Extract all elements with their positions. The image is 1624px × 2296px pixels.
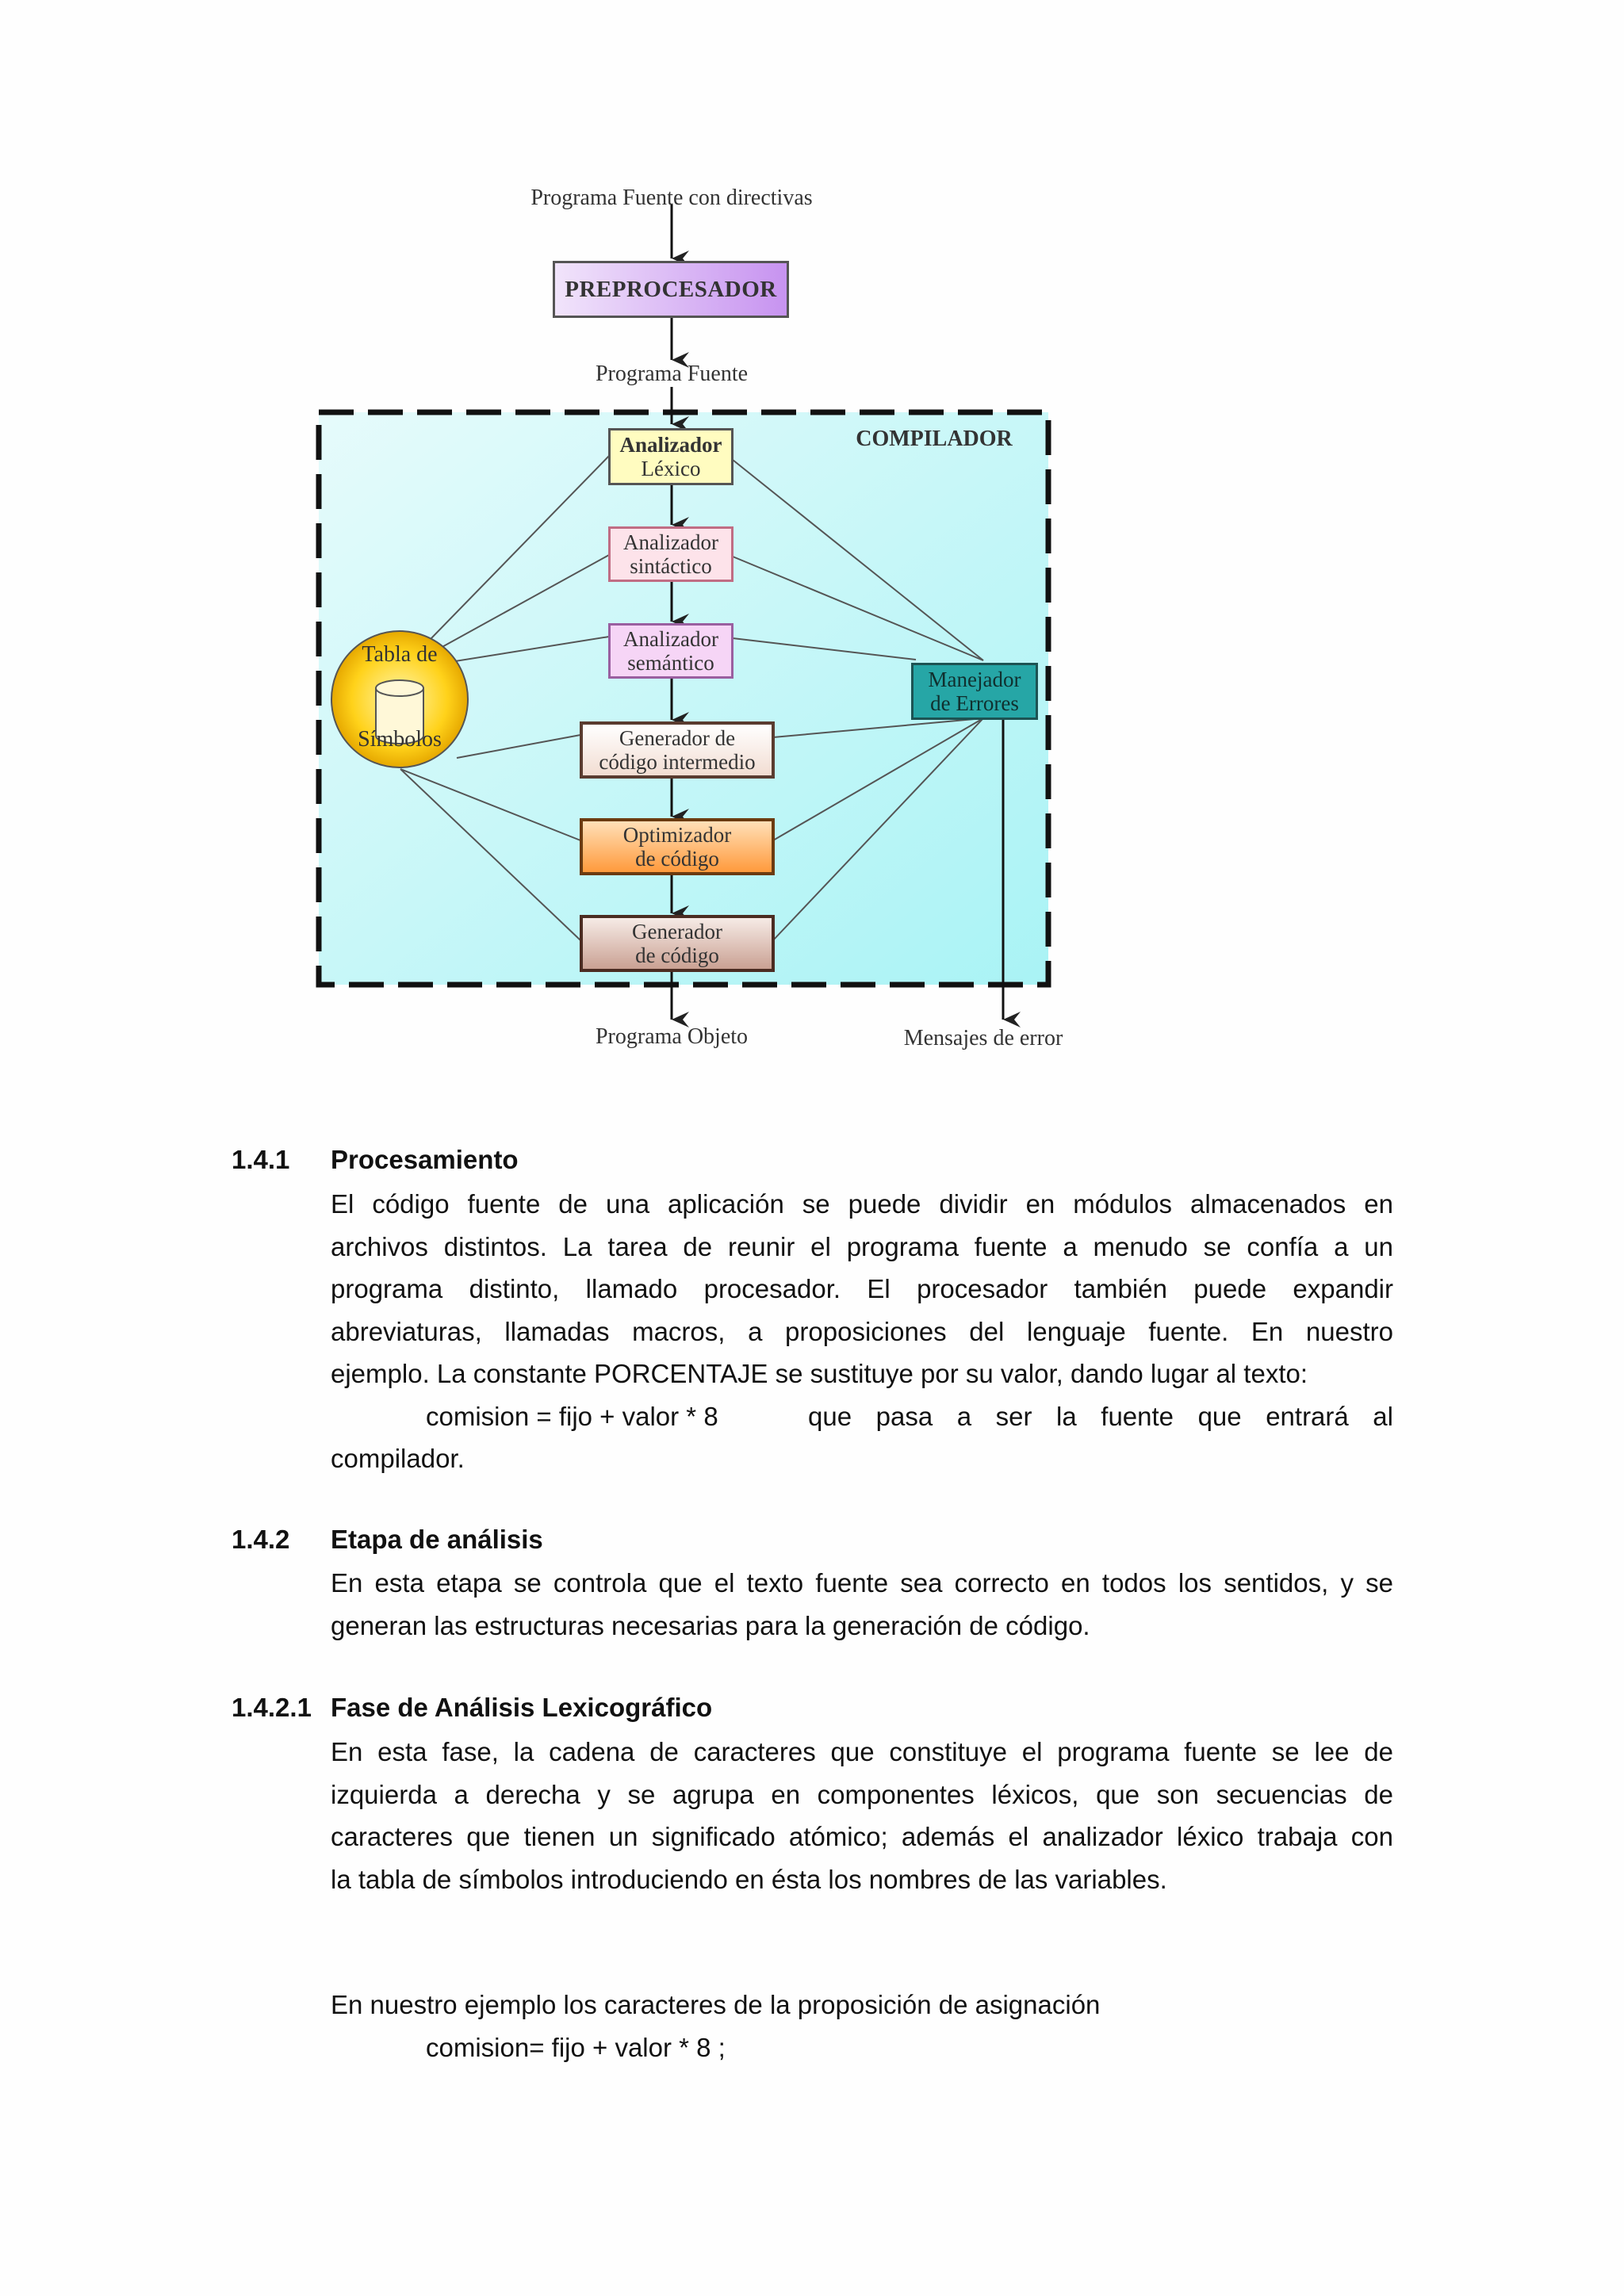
preprocessor-label: PREPROCESADOR xyxy=(565,277,777,302)
code-example: comision = fijo + valor * 8 xyxy=(426,1401,718,1431)
paragraph-line: archivos distintos. La tarea de reunir e… xyxy=(331,1231,1393,1261)
code-optimizer-box: Optimizador de código xyxy=(580,818,775,875)
paragraph-line: En nuestro ejemplo los caracteres de la … xyxy=(331,1990,1101,2019)
section-title: Etapa de análisis xyxy=(331,1525,543,1554)
intermediate-code-line2: código intermedio xyxy=(599,750,756,774)
compiler-diagram: Programa Fuente con directivas PREPROCES… xyxy=(301,174,1078,1062)
intermediate-code-line1: Generador de xyxy=(619,726,736,750)
section-title: Procesamiento xyxy=(331,1145,519,1174)
paragraph-line: generan las estructuras necesarias para … xyxy=(331,1610,1090,1640)
error-messages-label: Mensajes de error xyxy=(903,1026,1063,1050)
code-line: comision = fijo + valor * 8 que pasa a s… xyxy=(331,1395,1393,1438)
semantic-analyzer-box: Analizador semántico xyxy=(608,623,733,679)
error-handler-line1: Manejador xyxy=(928,668,1021,691)
symbol-table-label-top: Tabla de xyxy=(362,642,438,667)
database-icon xyxy=(375,679,424,744)
code-example: comision= fijo + valor * 8 ; xyxy=(426,2032,726,2062)
paragraph-line: El código fuente de una aplicación se pu… xyxy=(331,1189,1393,1219)
manejador-connectors xyxy=(732,459,984,941)
paragraph-line: izquierda a derecha y se agrupa en compo… xyxy=(331,1779,1393,1809)
section-paragraph: En esta etapa se controla que el texto f… xyxy=(331,1562,1393,1647)
intermediate-code-generator-box: Generador de código intermedio xyxy=(580,721,775,779)
syntactic-analyzer-line1: Analizador xyxy=(623,530,718,554)
section-number: 1.4.2.1 xyxy=(232,1693,312,1722)
semantic-analyzer-line2: semántico xyxy=(627,651,714,675)
code-generator-box: Generador de código xyxy=(580,915,775,972)
section-title: Fase de Análisis Lexicográfico xyxy=(331,1693,713,1722)
code-generator-line1: Generador xyxy=(632,920,722,943)
compiler-dashed-border xyxy=(316,409,1051,988)
paragraph-line: En esta etapa se controla que el texto f… xyxy=(331,1568,1393,1598)
code-optimizer-line1: Optimizador xyxy=(622,823,732,847)
paragraph-line: compilador. xyxy=(331,1444,465,1473)
section-number: 1.4.1 xyxy=(232,1145,290,1174)
section-paragraph: En esta fase, la cadena de caracteres qu… xyxy=(331,1731,1393,1900)
example-paragraph: En nuestro ejemplo los caracteres de la … xyxy=(331,1984,1393,2068)
lexical-analyzer-box: Analizador Léxico xyxy=(608,428,733,485)
preprocessor-box: PREPROCESADOR xyxy=(553,261,789,318)
syntactic-analyzer-line2: sintáctico xyxy=(630,554,712,578)
source-program-label: Programa Fuente xyxy=(595,362,749,386)
section-number: 1.4.2 xyxy=(232,1525,290,1554)
object-program-label: Programa Objeto xyxy=(595,1024,749,1049)
error-handler-line2: de Errores xyxy=(930,691,1019,715)
paragraph-line: que pasa a ser la fuente que entrará al xyxy=(808,1401,1393,1431)
paragraph-line: abreviaturas, llamadas macros, a proposi… xyxy=(331,1316,1393,1346)
semantic-analyzer-line1: Analizador xyxy=(623,627,718,651)
paragraph-line: En esta fase, la cadena de caracteres qu… xyxy=(331,1737,1393,1766)
syntactic-analyzer-box: Analizador sintáctico xyxy=(608,526,733,582)
lexical-analyzer-line1: Analizador xyxy=(619,433,722,457)
paragraph-line: programa distinto, llamado procesador. E… xyxy=(331,1274,1393,1303)
section-paragraph: El código fuente de una aplicación se pu… xyxy=(331,1183,1393,1480)
paragraph-line: la tabla de símbolos introduciendo en és… xyxy=(331,1864,1167,1894)
code-generator-line2: de código xyxy=(635,943,719,967)
paragraph-line: caracteres que tienen un significado ató… xyxy=(331,1822,1393,1851)
flow-arrows xyxy=(670,205,1021,1027)
compiler-title: COMPILADOR xyxy=(856,427,1013,451)
lexical-analyzer-line2: Léxico xyxy=(641,457,701,480)
error-handler-box: Manejador de Errores xyxy=(911,663,1038,720)
symbol-table-label-bottom: Símbolos xyxy=(358,727,442,752)
paragraph-line: ejemplo. La constante PORCENTAJE se sust… xyxy=(331,1359,1308,1388)
source-with-directives-label: Programa Fuente con directivas xyxy=(530,186,813,210)
code-optimizer-line2: de código xyxy=(635,847,719,871)
